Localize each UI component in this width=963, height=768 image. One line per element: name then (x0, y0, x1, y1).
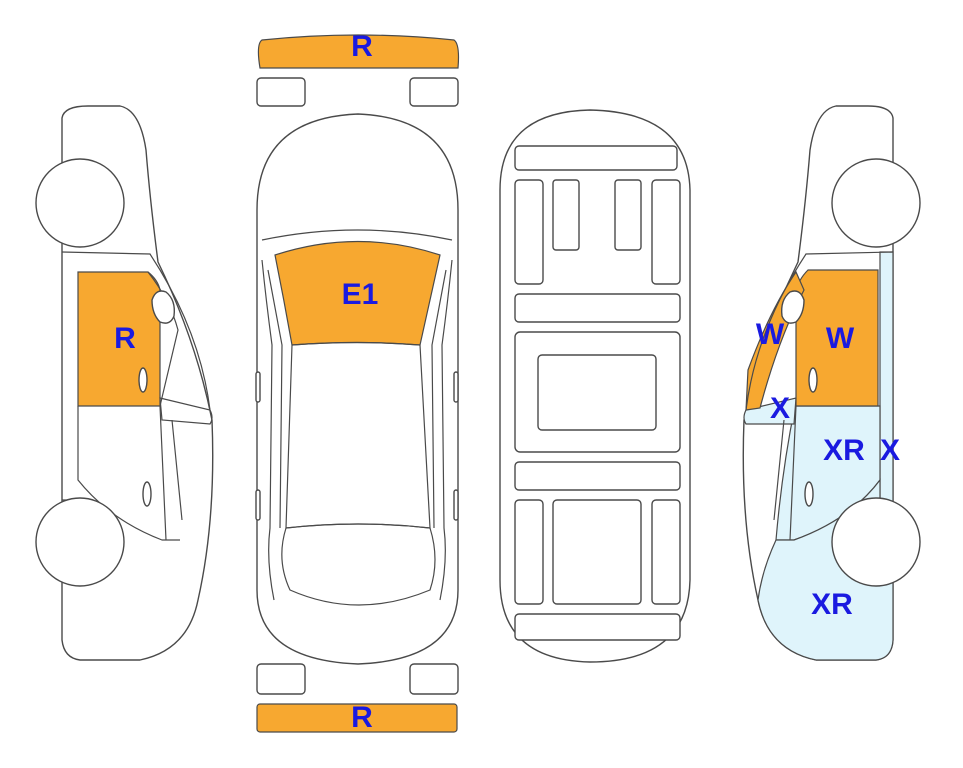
top-right-pillar-lines (431, 259, 453, 601)
left-b-pillar (159, 405, 183, 541)
right-wheel-front (831, 497, 921, 587)
front-bumper-label: R (351, 30, 373, 63)
underbody-panel-10 (514, 499, 544, 605)
right-side-view: W W X XR X XR (742, 105, 921, 661)
rear-light-left (256, 663, 306, 695)
right-pillar-label: X (880, 434, 900, 467)
right-fender-label: XR (811, 588, 853, 621)
rear-light-right (409, 663, 459, 695)
rear-bumper-group: R (256, 663, 459, 734)
right-door-handle-front (808, 367, 818, 393)
right-door-handle-rear (804, 481, 814, 507)
rear-bumper-part (256, 703, 458, 733)
underbody-panel-2 (514, 179, 544, 285)
top-left-pillar-lines (261, 259, 283, 601)
left-door-handle-front (138, 367, 148, 393)
right-mirror-label: X (770, 392, 790, 425)
right-mirror-region (743, 397, 797, 425)
underbody-panel-13 (514, 613, 681, 641)
left-wheel-front (35, 497, 125, 587)
underbody-panel-9 (514, 461, 681, 491)
right-mirror (780, 290, 805, 324)
underbody-panel-12 (651, 499, 681, 605)
top-right-mirror-front (453, 371, 459, 403)
front-bumper-group: R (256, 30, 460, 107)
underbody-panel-8 (537, 354, 657, 431)
front-headlight-right (409, 77, 459, 107)
underbody-panel-4 (614, 179, 642, 251)
top-left-mirror-front (255, 371, 261, 403)
left-roof-line (61, 251, 211, 411)
underbody-panel-1 (514, 145, 678, 171)
underbody-panel-3 (552, 179, 580, 251)
rear-bumper-label: R (351, 701, 373, 734)
windshield-label: E1 (342, 278, 379, 311)
right-b-pillar (773, 405, 797, 541)
underbody-panel-5 (651, 179, 681, 285)
right-wheel-rear (831, 158, 921, 248)
front-headlight-left (256, 77, 306, 107)
top-right-mirror-rear (453, 489, 459, 521)
left-front-window-label: R (114, 322, 136, 355)
top-hood-line (261, 229, 453, 241)
top-left-mirror-rear (255, 489, 261, 521)
top-rear-window (281, 523, 436, 606)
underbody-view (499, 109, 691, 663)
left-door-handle-rear (142, 481, 152, 507)
top-view: E1 (255, 113, 459, 665)
right-roof-line (745, 251, 894, 411)
left-wheel-rear (35, 158, 125, 248)
right-front-window-label: W (826, 322, 855, 355)
right-door-label: XR (823, 434, 865, 467)
right-quarter-window-label: W (756, 318, 785, 351)
underbody-panel-11 (552, 499, 642, 605)
front-bumper-part (257, 34, 460, 69)
left-rear-window (159, 397, 213, 425)
left-mirror (151, 290, 176, 324)
left-side-view: R (35, 105, 214, 661)
underbody-panel-6 (514, 293, 681, 323)
